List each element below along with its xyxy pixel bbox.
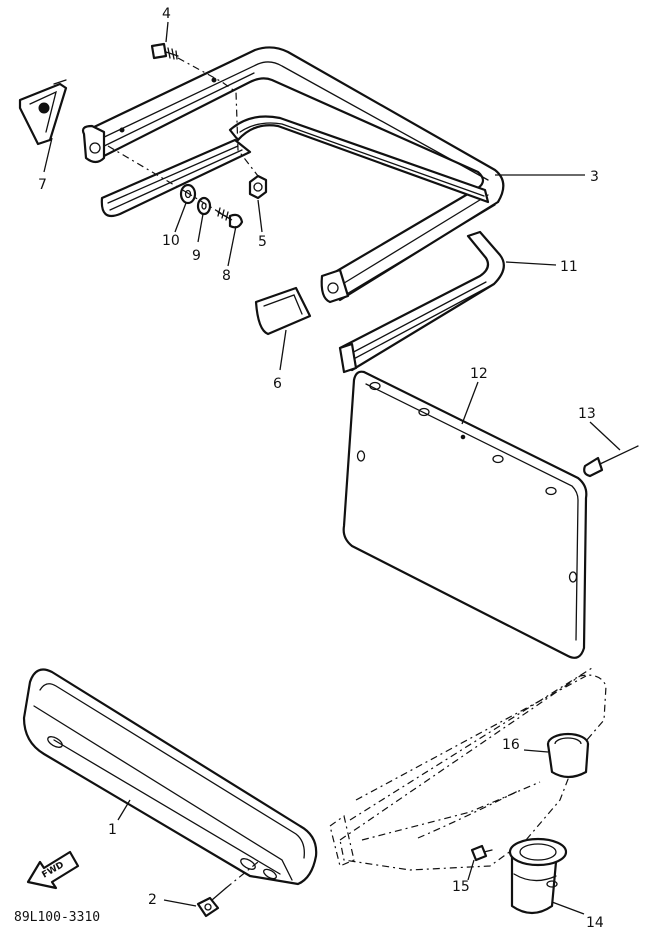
part-1-bumper [22,668,318,886]
bolt-centerline [177,57,259,177]
callout-1: 1 [108,822,117,838]
callout-7: 7 [38,177,47,193]
callouts: 4 3 11 5 8 9 10 7 6 12 13 1 2 16 15 14 [38,6,604,931]
callout-8: 8 [222,268,231,284]
part-11-rubber-strip [338,230,505,374]
fwd-arrow-icon: FWD [26,850,80,890]
part-13-rivet [583,445,639,478]
callout-12: 12 [470,366,488,382]
part-10-washer [179,183,197,205]
callout-3: 3 [590,169,599,185]
part-2-bolt [196,861,259,918]
callout-5: 5 [258,234,267,250]
part-6-cap [254,286,312,336]
assembly-centerline [107,145,233,221]
part-15-screw [470,844,493,862]
part-5-nut [248,174,268,200]
part-3-protector-frame [81,46,505,304]
part-14-grommet [508,837,568,915]
part-12-panel [342,370,588,659]
part-9-washer [196,196,212,216]
frame-phantom [329,667,607,871]
part-7-clip [18,79,68,146]
callout-10: 10 [162,233,180,249]
leader-lines [43,21,621,915]
callout-4: 4 [162,6,171,22]
part-8-screw [217,207,244,229]
callout-2: 2 [148,892,157,908]
callout-6: 6 [273,376,282,392]
callout-9: 9 [192,248,201,264]
callout-14: 14 [586,915,604,931]
drawing-code: 89L100-3310 [14,910,100,925]
callout-11: 11 [560,259,578,275]
callout-16: 16 [502,737,520,753]
callout-15: 15 [452,879,470,895]
callout-13: 13 [578,406,596,422]
part-16-grommet [546,732,590,779]
part-4-bolt [150,42,179,60]
